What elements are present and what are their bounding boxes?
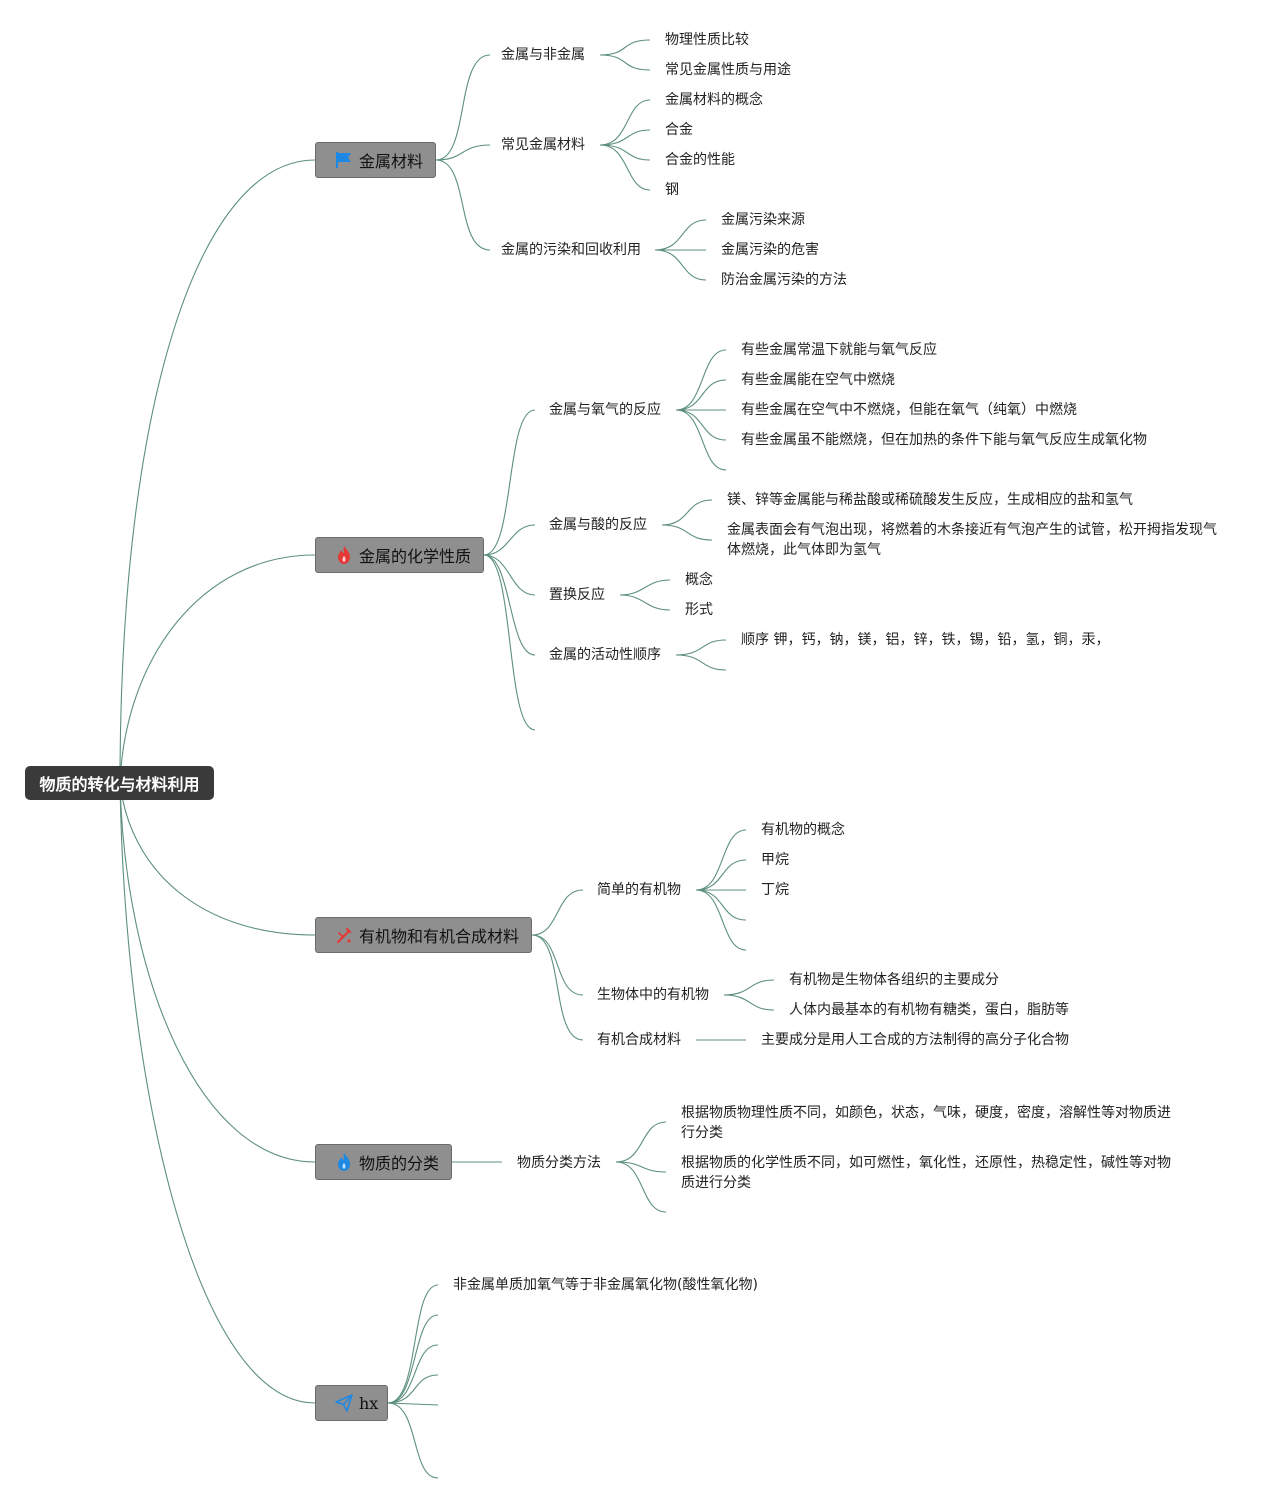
topic-displacement[interactable]: 置换反应 (549, 587, 605, 603)
topic-biological-organics[interactable]: 生物体中的有机物 (597, 987, 709, 1003)
leaf-polymer[interactable]: 主要成分是用人工合成的方法制得的高分子化合物 (761, 1032, 1069, 1048)
paper-plane-icon (334, 1393, 354, 1413)
leaf-chemical-classification[interactable]: 根据物质的化学性质不同，如可燃性，氧化性，还原性，热稳定性，碱性等对物质进行分类 (681, 1155, 1171, 1191)
leaf-pollution-source[interactable]: 金属污染来源 (721, 212, 805, 228)
leaf-oxygen-room-temp[interactable]: 有些金属常温下就能与氧气反应 (741, 342, 937, 358)
branch-hx[interactable]: hx (315, 1385, 388, 1421)
branch-metal-materials[interactable]: 金属材料 (315, 142, 436, 178)
branch-label: 金属的化学性质 (359, 547, 472, 566)
flag-icon (334, 150, 354, 170)
root-topic[interactable]: 物质的转化与材料利用 (25, 766, 214, 800)
leaf-mg-zn-acid[interactable]: 镁、锌等金属能与稀盐酸或稀硫酸发生反应，生成相应的盐和氢气 (727, 492, 1133, 508)
leaf-concept[interactable]: 概念 (685, 572, 713, 588)
root-topic-label: 物质的转化与材料利用 (39, 775, 200, 794)
pen-icon (334, 925, 354, 945)
topic-metal-oxygen[interactable]: 金属与氧气的反应 (549, 402, 661, 418)
branch-classification[interactable]: 物质的分类 (315, 1144, 452, 1180)
leaf-burn-in-air[interactable]: 有些金属能在空气中燃烧 (741, 372, 895, 388)
branch-label: 有机物和有机合成材料 (359, 927, 520, 946)
branch-label: hx (359, 1393, 379, 1413)
topic-simple-organics[interactable]: 简单的有机物 (597, 882, 681, 898)
topic-metal-pollution[interactable]: 金属的污染和回收利用 (501, 242, 641, 258)
leaf-methane[interactable]: 甲烷 (761, 852, 789, 868)
leaf-basic-organics[interactable]: 人体内最基本的有机物有糖类，蛋白，脂肪等 (789, 1002, 1069, 1018)
leaf-common-metal-uses[interactable]: 常见金属性质与用途 (665, 62, 791, 78)
leaf-organic-concept[interactable]: 有机物的概念 (761, 822, 845, 838)
branch-organic-materials[interactable]: 有机物和有机合成材料 (315, 917, 532, 953)
leaf-main-component[interactable]: 有机物是生物体各组织的主要成分 (789, 972, 999, 988)
leaf-form[interactable]: 形式 (685, 602, 713, 618)
leaf-alloy-properties[interactable]: 合金的性能 (665, 152, 735, 168)
topic-classification-method[interactable]: 物质分类方法 (517, 1155, 601, 1171)
leaf-alloy[interactable]: 合金 (665, 122, 693, 138)
topic-metal-nonmetal[interactable]: 金属与非金属 (501, 47, 585, 63)
leaf-physical-properties[interactable]: 物理性质比较 (665, 32, 749, 48)
leaf-activity-order[interactable]: 顺序 钾，钙，钠，镁，铝，锌，铁，锡，铅，氢，铜，汞， (741, 632, 1110, 648)
leaf-metal-material-concept[interactable]: 金属材料的概念 (665, 92, 763, 108)
leaf-pollution-prevention[interactable]: 防治金属污染的方法 (721, 272, 847, 288)
leaf-butane[interactable]: 丁烷 (761, 882, 789, 898)
topic-activity-series[interactable]: 金属的活动性顺序 (549, 647, 661, 663)
branch-metal-chemical-properties[interactable]: 金属的化学性质 (315, 537, 484, 573)
leaf-physical-classification[interactable]: 根据物质物理性质不同，如颜色，状态，气味，硬度，密度，溶解性等对物质进行分类 (681, 1105, 1171, 1141)
topic-synthetic-materials[interactable]: 有机合成材料 (597, 1032, 681, 1048)
topic-common-metal-materials[interactable]: 常见金属材料 (501, 137, 585, 153)
fire-icon (334, 545, 354, 565)
leaf-hydrogen-test[interactable]: 金属表面会有气泡出现，将燃着的木条接近有气泡产生的试管，松开拇指发现气体燃烧，此… (727, 522, 1217, 558)
leaf-pollution-harm[interactable]: 金属污染的危害 (721, 242, 819, 258)
topic-metal-acid[interactable]: 金属与酸的反应 (549, 517, 647, 533)
flame-icon (334, 1152, 354, 1172)
leaf-steel[interactable]: 钢 (665, 182, 679, 198)
branch-label: 金属材料 (359, 152, 424, 171)
leaf-nonmetal-oxide[interactable]: 非金属单质加氧气等于非金属氧化物(酸性氧化物) (453, 1277, 758, 1293)
leaf-burn-in-oxygen[interactable]: 有些金属在空气中不燃烧，但能在氧气（纯氧）中燃烧 (741, 402, 1077, 418)
leaf-react-when-heated[interactable]: 有些金属虽不能燃烧，但在加热的条件下能与氧气反应生成氧化物 (741, 432, 1147, 448)
branch-label: 物质的分类 (359, 1154, 440, 1173)
